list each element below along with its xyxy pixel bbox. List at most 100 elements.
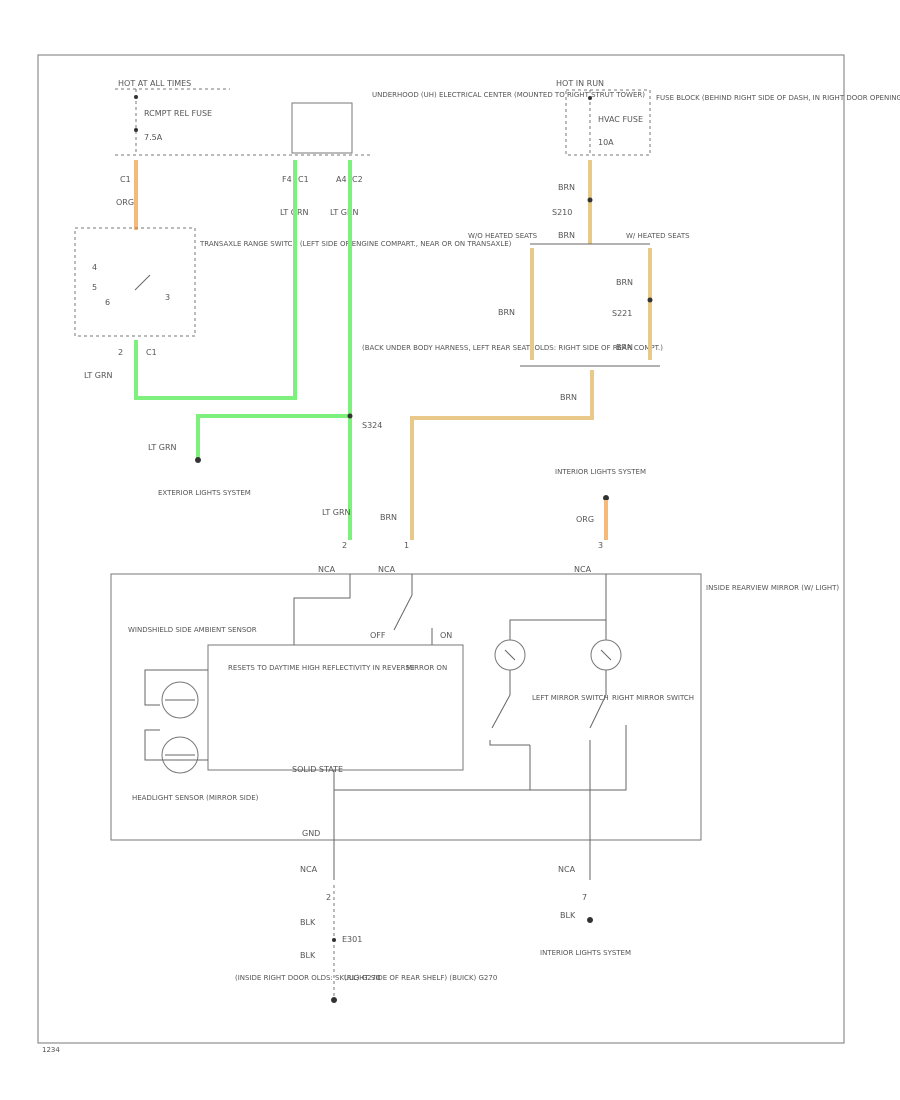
label-wire-lt-grn-mirror: LT GRN (322, 508, 351, 517)
splice-e301-node (332, 938, 336, 942)
label-hot-all-times: HOT AT ALL TIMES (118, 79, 191, 88)
fuse-block-node-top (588, 96, 592, 100)
label-nca-4: NCA (300, 865, 318, 874)
label-rcmpt-fuse: RCMPT REL FUSE (144, 109, 212, 118)
wire-internal-ltgrn (293, 574, 351, 645)
splice-s210-node (587, 197, 593, 203)
label-connector-c2: C2 (352, 175, 363, 184)
label-wire-brn-6: BRN (560, 393, 577, 402)
inside-mirror-box (110, 573, 702, 841)
label-interior-lights-top: INTERIOR LIGHTS SYSTEM (555, 468, 646, 476)
fuse-node-bottom (134, 128, 138, 132)
label-splice-e301: E301 (342, 935, 362, 944)
label-wo-heated-seats: W/O HEATED SEATS (468, 232, 538, 240)
pin-label-4: 4 (92, 263, 97, 272)
label-nca-5: NCA (558, 865, 576, 874)
label-fuse-block: FUSE BLOCK (BEHIND RIGHT SIDE OF DASH, I… (656, 94, 900, 102)
label-wire-brn-1: BRN (558, 183, 575, 192)
label-windshield-sensor: WINDSHIELD SIDE AMBIENT SENSOR (128, 626, 257, 634)
label-wire-blk-3: BLK (560, 911, 576, 920)
exterior-lights-node (195, 457, 201, 463)
diagram-frame (37, 54, 845, 1044)
windshield-sensor-icon (161, 681, 199, 719)
label-wire-brn-3: BRN (498, 308, 515, 317)
right-lamp-filament (600, 649, 612, 661)
label-ground-left: (INSIDE RIGHT DOOR OLDS: SKULL) G270 (235, 974, 381, 982)
label-hot-in-run: HOT IN RUN (556, 79, 604, 88)
wire-lt-grn-exterior (196, 414, 350, 460)
label-solid-state: SOLID STATE (292, 765, 343, 774)
label-w-heated-seats: W/ HEATED SEATS (626, 232, 690, 240)
label-wire-org-1: ORG (116, 198, 134, 207)
label-wire-lt-grn-ext: LT GRN (148, 443, 177, 452)
solid-state-module (207, 644, 464, 771)
interior-lights-top-node (603, 495, 609, 501)
label-wire-blk-1: BLK (300, 918, 316, 927)
label-resets-text: RESETS TO DAYTIME HIGH REFLECTIVITY IN R… (228, 664, 414, 672)
label-connector-a4: A4 (336, 175, 347, 184)
label-wire-lt-grn-switch: LT GRN (84, 371, 113, 380)
label-connector-f4: F4 (282, 175, 292, 184)
label-connector-c1-left: C1 (120, 175, 131, 184)
label-headlight-sensor: HEADLIGHT SENSOR (MIRROR SIDE) (132, 794, 259, 802)
label-underhood-center: UNDERHOOD (UH) ELECTRICAL CENTER (MOUNTE… (372, 91, 645, 99)
label-right-mirror-switch: RIGHT MIRROR SWITCH (612, 694, 694, 702)
transaxle-switch-box (74, 227, 196, 337)
pin-label-c2-3: 3 (598, 541, 603, 550)
label-on: ON (440, 631, 452, 640)
pin-label-3: 3 (165, 293, 170, 302)
fuse-block-box (565, 89, 651, 156)
left-switch-arm (491, 694, 511, 729)
label-nca-1: NCA (318, 565, 336, 574)
label-nca-3: NCA (574, 565, 592, 574)
pin-label-2: 2 (118, 348, 123, 357)
label-body-harness: (BACK UNDER BODY HARNESS, LEFT REAR SEAT… (362, 344, 663, 352)
label-off: OFF (370, 631, 386, 640)
label-inside-mirror: INSIDE REARVIEW MIRROR (W/ LIGHT) (706, 584, 839, 592)
wire-lamp-bridge (509, 619, 606, 640)
interior-lights-bottom-node (587, 917, 593, 923)
windshield-sensor-wire (144, 669, 208, 706)
label-splice-s324: S324 (362, 421, 382, 430)
splice-s221-node (647, 297, 653, 303)
label-wire-lt-grn-a4: LT GRN (330, 208, 359, 217)
label-wire-brn-4: BRN (616, 278, 633, 287)
label-wire-brn-2: BRN (558, 231, 575, 240)
right-switch-arm (589, 694, 607, 729)
right-switch-return (334, 725, 627, 791)
left-lamp-filament (504, 649, 516, 661)
label-wire-blk-2: BLK (300, 951, 316, 960)
figure-id: 1234 (42, 1046, 60, 1054)
wire-lt-grn-switch-out (134, 160, 297, 400)
pin-label-c2-bottom-2: 7 (582, 893, 587, 902)
pin-label-5: 5 (92, 283, 97, 292)
pin-label-c2-2: 2 (342, 541, 347, 550)
pin-label-c2-1: 1 (404, 541, 409, 550)
label-splice-s221: S221 (612, 309, 632, 318)
headlight-sensor-icon (161, 736, 199, 774)
switch-contact (134, 274, 151, 291)
label-wire-org-2: ORG (576, 515, 594, 524)
label-wire-brn-7: BRN (380, 513, 397, 522)
label-rcmpt-fuse-amp: 7.5A (144, 133, 163, 142)
ground-node (331, 997, 337, 1003)
label-hvac-fuse-amp: 10A (598, 138, 614, 147)
pin-label-6: 6 (105, 298, 110, 307)
label-connector-c1: C1 (298, 175, 309, 184)
label-left-mirror-switch: LEFT MIRROR SWITCH (532, 694, 609, 702)
label-ground-right: (RIGHT SIDE OF REAR SHELF) (BUICK) G270 (344, 974, 497, 982)
left-switch-return (489, 740, 530, 746)
splice-body-harness (347, 413, 353, 419)
switch-off-on-arm (393, 594, 413, 631)
label-hvac-fuse: HVAC FUSE (598, 115, 643, 124)
label-exterior-lights: EXTERIOR LIGHTS SYSTEM (158, 489, 251, 497)
pin-label-c2-bottom-1: 2 (326, 893, 331, 902)
fuse-node-top (134, 95, 138, 99)
label-transaxle-switch: TRANSAXLE RANGE SWITCH (LEFT SIDE OF ENG… (199, 240, 512, 248)
wire-brn-to-mirror (410, 370, 594, 540)
label-gnd: GND (302, 829, 320, 838)
label-connector-c1-bottom: C1 (146, 348, 157, 357)
label-interior-lights-bottom: INTERIOR LIGHTS SYSTEM (540, 949, 631, 957)
label-splice-s210: S210 (552, 208, 572, 217)
